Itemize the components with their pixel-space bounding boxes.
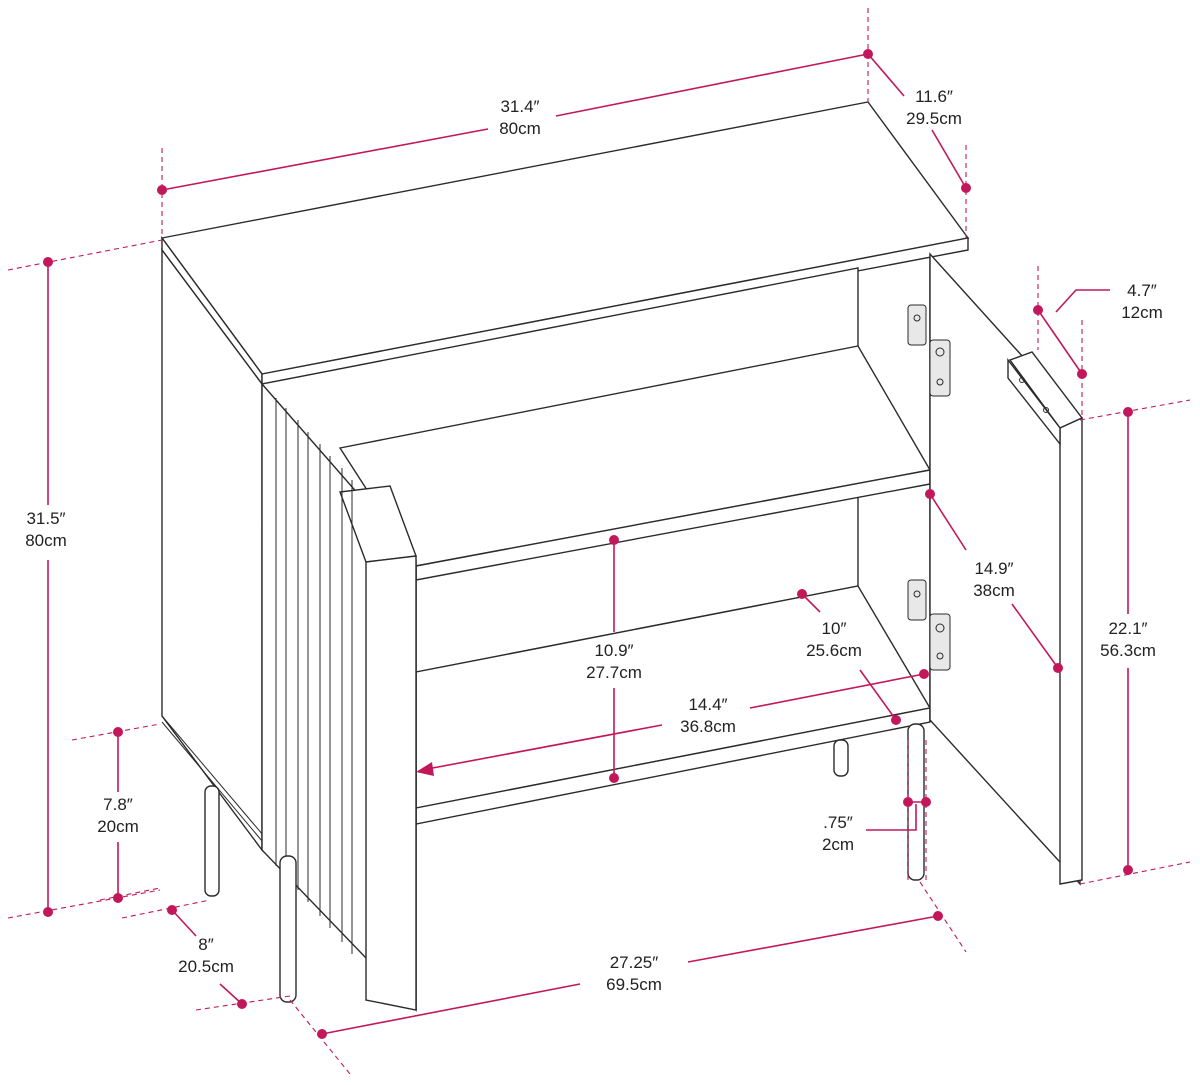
upper-hinge-icon xyxy=(907,304,951,397)
left-door-edge xyxy=(365,555,417,1011)
leg-height-inches: 7.8″ xyxy=(103,795,133,814)
door-height-inches: 22.1″ xyxy=(1108,619,1147,638)
leg-width-spacing-cm: 69.5cm xyxy=(606,975,662,994)
shelf-depth-cm: 25.6cm xyxy=(806,641,862,660)
leg-diameter-cm: 2cm xyxy=(822,835,854,854)
interior-depth-inches: 14.9″ xyxy=(974,559,1013,578)
dimension-lines xyxy=(7,8,1191,1075)
door-thickness-inches: 4.7″ xyxy=(1127,281,1157,300)
door-thickness-cm: 12cm xyxy=(1121,303,1163,322)
interior-width-inches: 14.4″ xyxy=(688,695,727,714)
interior-depth-cm: 38cm xyxy=(973,581,1015,600)
leg-back-right xyxy=(833,739,849,777)
dimension-labels: 31.4″ 80cm 11.6″ 29.5cm 31.5″ 80cm 4.7″ … xyxy=(25,87,1163,994)
leg-diameter-inches: .75″ xyxy=(823,813,853,832)
top-depth-inches: 11.6″ xyxy=(915,87,953,106)
door-height-cm: 56.3cm xyxy=(1100,641,1156,660)
shelf-gap-cm: 27.7cm xyxy=(586,663,642,682)
leg-width-spacing-inches: 27.25″ xyxy=(610,953,659,972)
cabinet-outline xyxy=(160,101,1084,1012)
leg-height-cm: 20cm xyxy=(97,817,139,836)
door-slats xyxy=(275,398,353,954)
top-depth-cm: 29.5cm xyxy=(906,109,962,128)
right-door-side xyxy=(1059,416,1083,885)
shelf-gap-inches: 10.9″ xyxy=(594,641,633,660)
interior-width-cm: 36.8cm xyxy=(680,717,736,736)
height-cm: 80cm xyxy=(25,531,67,550)
top-width-inches: 31.4″ xyxy=(500,97,539,116)
top-width-cm: 80cm xyxy=(499,119,541,138)
leg-depth-spacing-cm: 20.5cm xyxy=(178,957,234,976)
leg-depth-spacing-inches: 8″ xyxy=(198,935,213,954)
lower-hinge-icon xyxy=(907,579,951,671)
leg-front-left xyxy=(279,855,297,1003)
height-inches: 31.5″ xyxy=(26,509,65,528)
right-door-handle xyxy=(1007,357,1061,447)
cabinet-legs xyxy=(204,723,925,1003)
leg-back-left xyxy=(204,785,220,897)
shelf-depth-inches: 10″ xyxy=(822,619,847,638)
cabinet-top-side-edge xyxy=(261,237,969,385)
